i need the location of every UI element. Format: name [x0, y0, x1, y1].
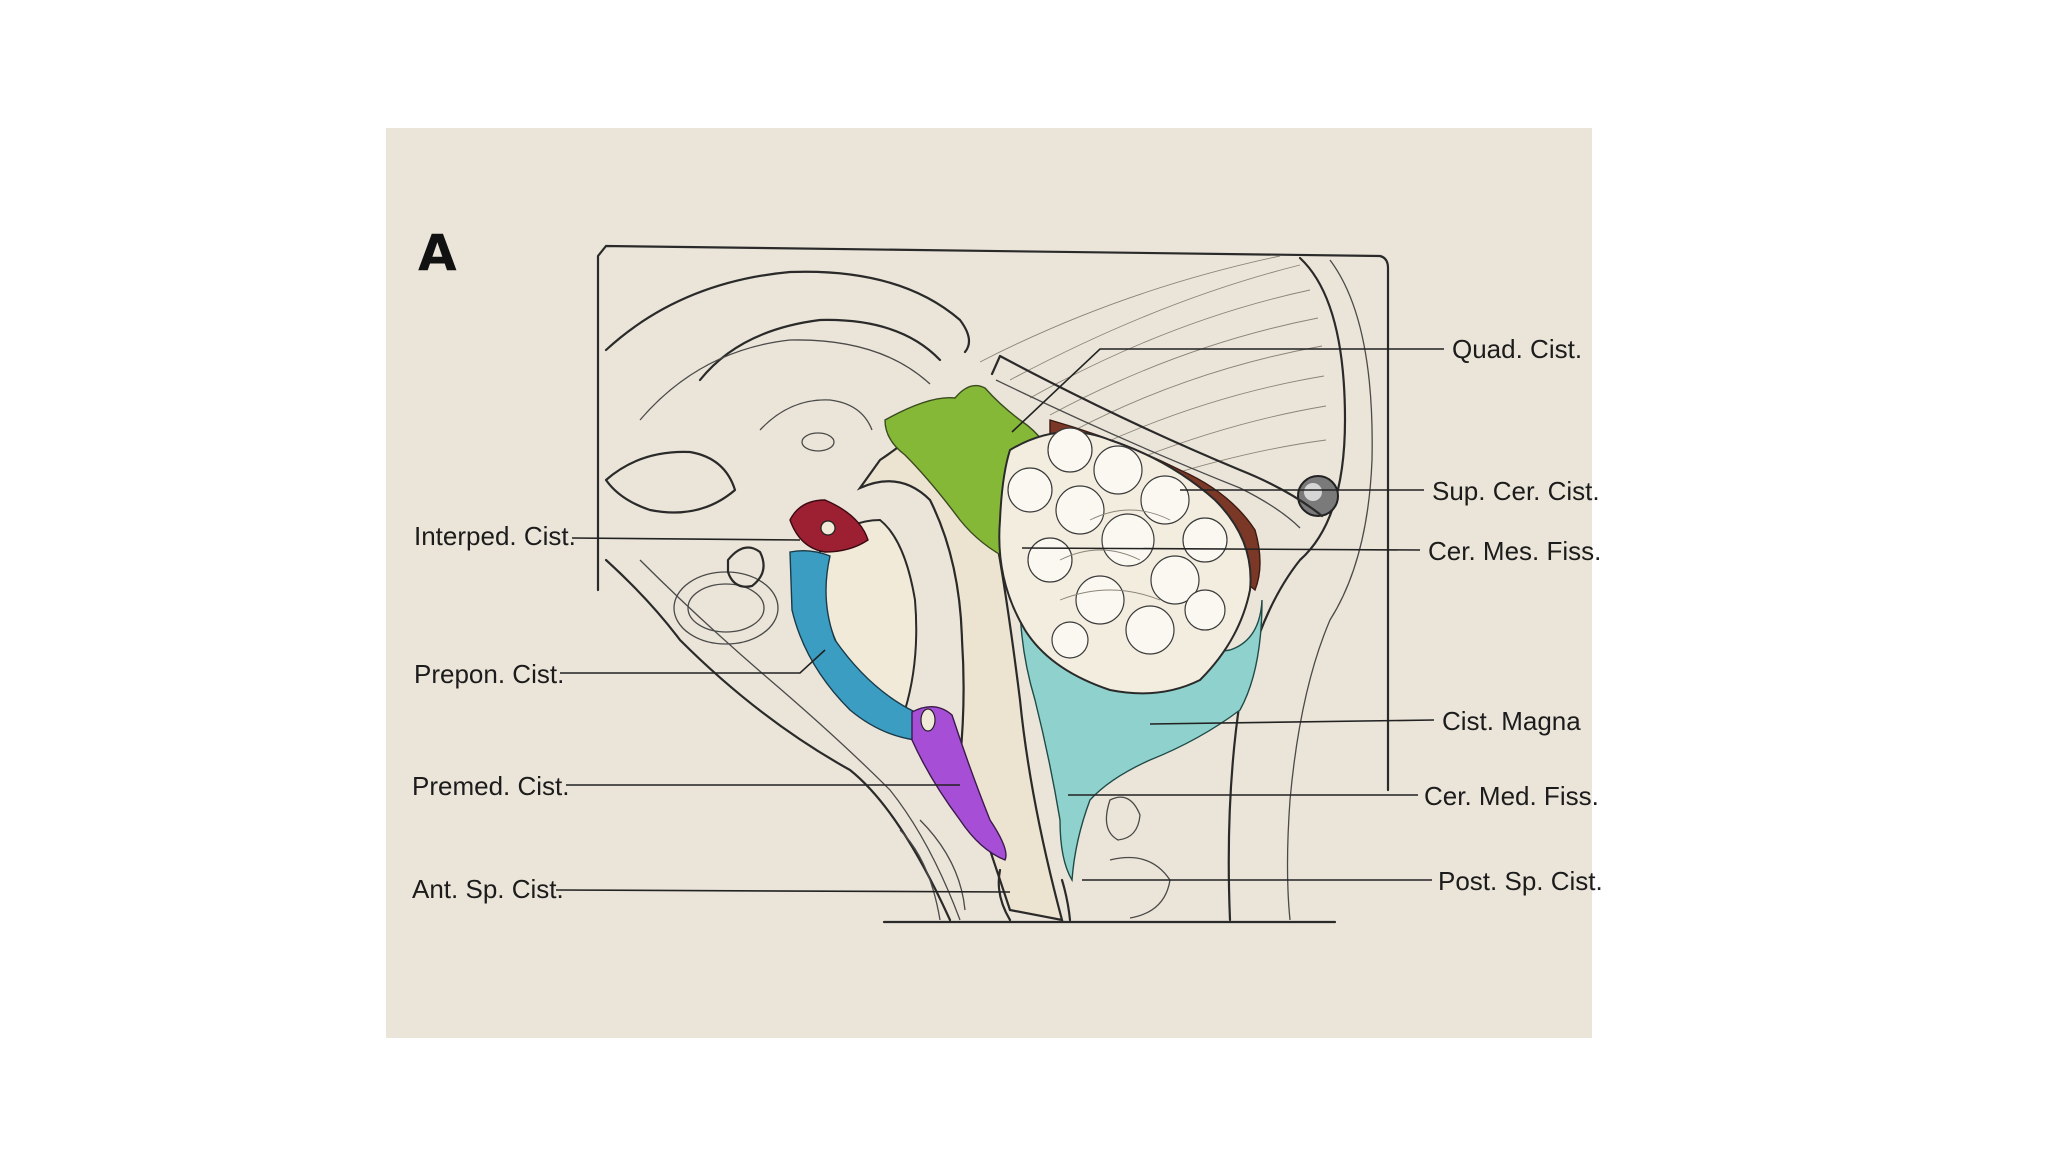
label-ant-sp-cist: Ant. Sp. Cist.: [412, 874, 564, 904]
basilar-artery: [820, 520, 836, 536]
label-post-sp-cist: Post. Sp. Cist.: [1438, 866, 1603, 896]
leader-interped: [571, 537, 801, 541]
tentorium: [990, 354, 1324, 518]
clivus-inner: [639, 559, 961, 921]
label-cist-magna: Cist. Magna: [1442, 706, 1581, 736]
label-prepon-cist: Prepon. Cist.: [414, 659, 564, 689]
atlas-anterior: [899, 819, 966, 921]
pituitary: [726, 546, 765, 588]
label-cer-mes-fiss: Cer. Mes. Fiss.: [1428, 536, 1601, 566]
leader-prepon: [560, 649, 826, 674]
leader-magna: [1149, 719, 1435, 725]
thalamus-outline: [759, 399, 873, 431]
posterior-arch: [1105, 796, 1141, 841]
panel-letter: A: [418, 224, 457, 282]
leader-lines: [555, 348, 1444, 893]
label-cer-med-fiss: Cer. Med. Fiss.: [1424, 781, 1599, 811]
frontal-base: [604, 450, 737, 514]
leader-quad: [1011, 348, 1444, 433]
sphenoid-sinus: [673, 571, 779, 645]
label-interped-cist: Interped. Cist.: [414, 521, 576, 551]
premed-cistern-fill: [911, 706, 1007, 861]
label-quad-cist: Quad. Cist.: [1452, 334, 1582, 364]
leader-cermes: [1021, 547, 1421, 551]
tentorium-inner: [995, 379, 1301, 529]
cerebellum: [998, 427, 1252, 695]
fornix: [639, 339, 931, 421]
sphenoid-sinus-inner: [687, 583, 765, 633]
corpus-callosum-inner: [698, 318, 942, 382]
scalp-line: [1286, 259, 1373, 921]
spinal-cord: [997, 868, 1072, 922]
sinus-highlight: [1304, 483, 1322, 501]
clivus: [604, 558, 952, 922]
corpus-callosum-outer: [604, 270, 971, 354]
leader-antsp: [555, 889, 1011, 893]
occipital-bone: [1227, 256, 1347, 922]
vertebral-artery: [920, 708, 936, 732]
drawing-frame: [596, 244, 1390, 924]
massa-intermedia: [801, 432, 835, 452]
label-premed-cist: Premed. Cist.: [412, 771, 570, 801]
label-sup-cer-cist: Sup. Cer. Cist.: [1432, 476, 1600, 506]
